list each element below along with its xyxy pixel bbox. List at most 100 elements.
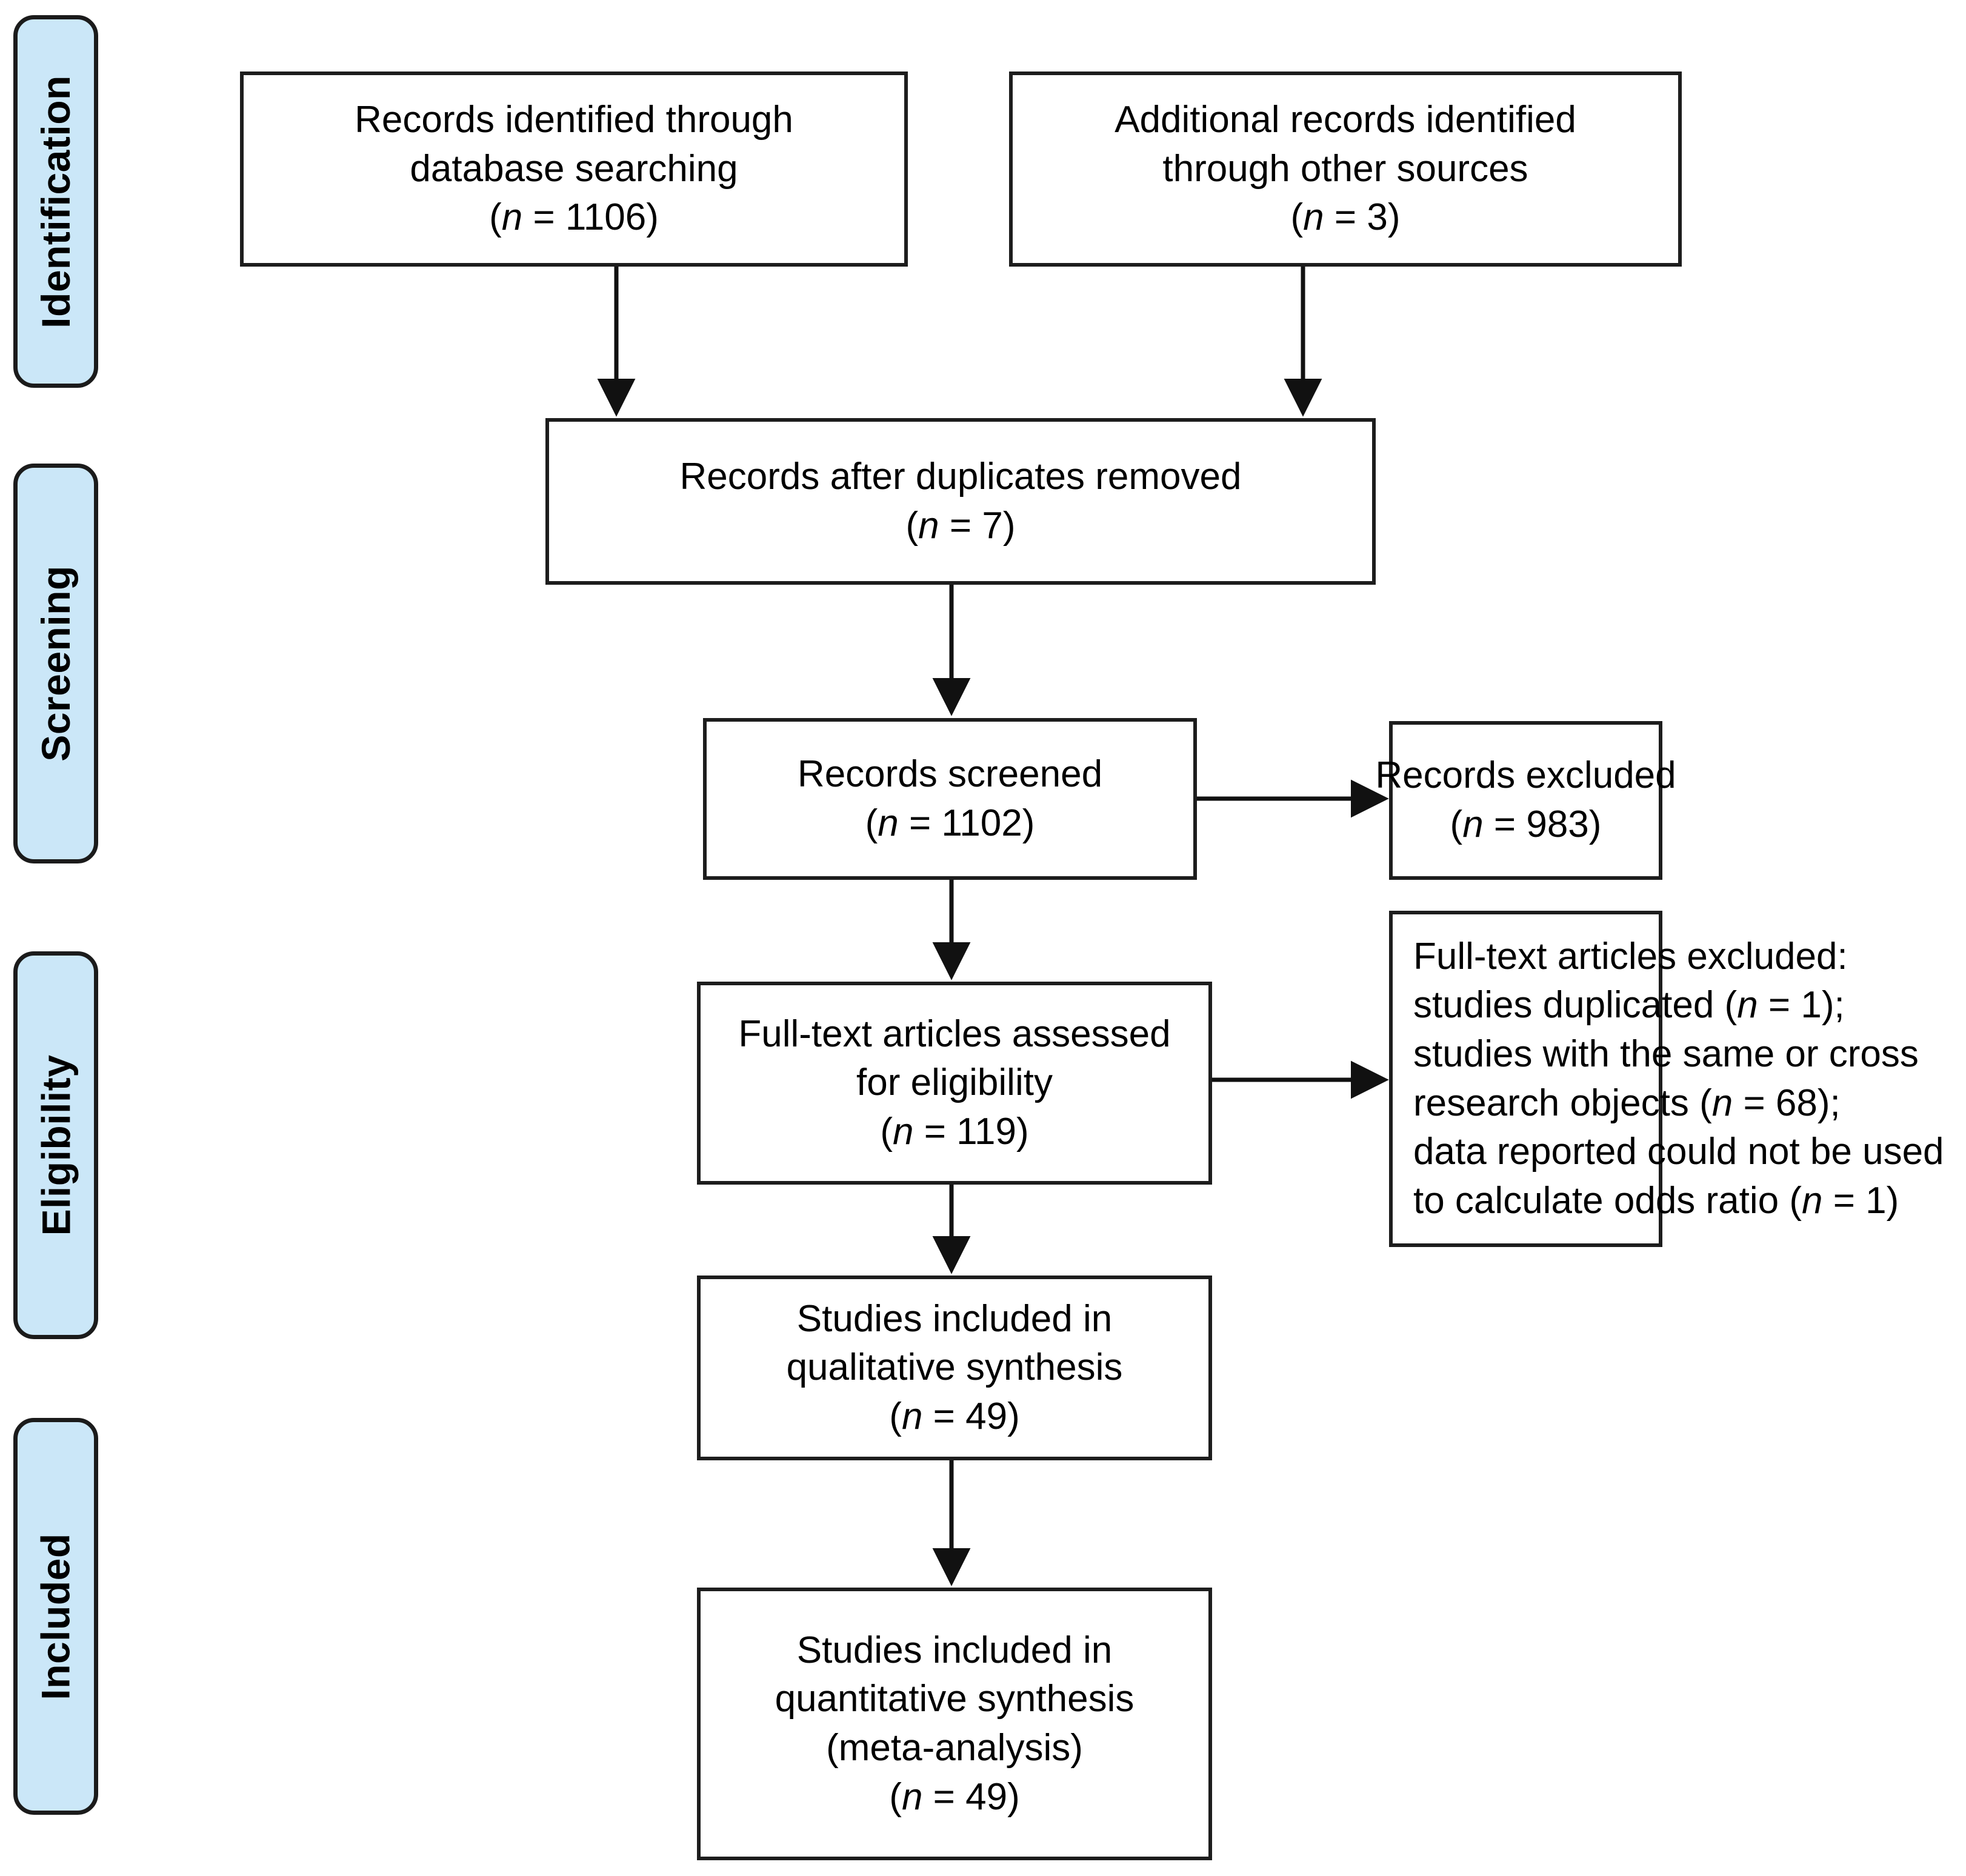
box-line: (meta-analysis) xyxy=(826,1727,1083,1769)
count-close-paren: ) xyxy=(1387,196,1401,239)
box-count: (n = 983) xyxy=(1450,800,1602,850)
fulltext-excluded-reason: to calculate odds ratio (n = 1) xyxy=(1413,1177,1899,1226)
stage-pill-identification: Identification xyxy=(13,15,98,388)
count-open-paren: ( xyxy=(889,1775,902,1818)
box-quantitative-synthesis: Studies included in quantitative synthes… xyxy=(697,1588,1212,1860)
box-count: (n = 1102) xyxy=(865,799,1035,848)
stage-pill-included: Included xyxy=(13,1418,98,1815)
box-count: (n = 49) xyxy=(889,1392,1019,1442)
count-value: 119 xyxy=(956,1110,1016,1153)
count-open-paren: ( xyxy=(489,196,502,239)
reason-equals: = xyxy=(1822,1179,1866,1222)
count-equals: = xyxy=(922,1395,966,1437)
reason-text: data reported could not be used xyxy=(1413,1131,1944,1173)
box-line: Studies included in xyxy=(796,1297,1113,1340)
count-close-paren: ) xyxy=(646,196,659,239)
count-value: 3 xyxy=(1367,196,1388,239)
count-value: 1102 xyxy=(941,802,1022,844)
count-equals: = xyxy=(1483,803,1527,845)
reason-variable: n xyxy=(1711,1082,1733,1124)
count-close-paren: ) xyxy=(1016,1110,1029,1153)
box-line: through other sources xyxy=(1162,147,1528,190)
box-line: Records identified through xyxy=(355,99,793,141)
reason-equals: = xyxy=(1758,984,1801,1026)
count-open-paren: ( xyxy=(905,504,919,547)
reason-text: studies with the same or cross xyxy=(1413,1033,1919,1075)
count-variable: n xyxy=(878,802,899,844)
fulltext-excluded-reason: studies with the same or cross xyxy=(1413,1030,1919,1079)
reason-tail: ); xyxy=(1821,984,1845,1026)
count-variable: n xyxy=(893,1110,914,1153)
box-line: Full-text articles assessed xyxy=(738,1013,1171,1055)
box-records-after-duplicates-removed: Records after duplicates removed (n = 7) xyxy=(545,418,1376,585)
box-records-identified-database: Records identified through database sear… xyxy=(240,72,908,267)
count-equals: = xyxy=(922,1775,966,1818)
stage-label-screening: Screening xyxy=(33,565,79,762)
count-close-paren: ) xyxy=(1002,504,1016,547)
stage-pill-eligibility: Eligibility xyxy=(13,951,98,1339)
count-value: 1106 xyxy=(565,196,647,239)
count-open-paren: ( xyxy=(889,1395,902,1437)
count-close-paren: ) xyxy=(1022,802,1035,844)
fulltext-excluded-reason: research objects (n = 68); xyxy=(1413,1079,1841,1128)
stage-pill-screening: Screening xyxy=(13,464,98,863)
count-equals: = xyxy=(1324,196,1367,239)
stage-label-identification: Identification xyxy=(33,75,79,328)
count-open-paren: ( xyxy=(880,1110,893,1153)
count-open-paren: ( xyxy=(1450,803,1463,845)
reason-value: 1 xyxy=(1801,984,1822,1026)
reason-value: 1 xyxy=(1865,1179,1887,1222)
count-variable: n xyxy=(901,1775,923,1818)
box-count: (n = 3) xyxy=(1291,193,1401,242)
count-variable: n xyxy=(501,196,523,239)
box-line: Records excluded xyxy=(1375,754,1676,797)
box-line: Studies included in xyxy=(796,1629,1113,1671)
count-value: 49 xyxy=(965,1395,1008,1437)
count-variable: n xyxy=(1462,803,1484,845)
count-equals: = xyxy=(898,802,942,844)
box-line: database searching xyxy=(410,147,738,190)
count-equals: = xyxy=(913,1110,957,1153)
fulltext-excluded-reason: data reported could not be used xyxy=(1413,1128,1944,1177)
reason-variable: n xyxy=(1802,1179,1823,1222)
reason-tail: ); xyxy=(1817,1082,1841,1124)
box-line: quantitative synthesis xyxy=(775,1678,1135,1720)
stage-label-included: Included xyxy=(33,1532,79,1700)
reason-variable: n xyxy=(1737,984,1758,1026)
count-open-paren: ( xyxy=(865,802,878,844)
reason-equals: = xyxy=(1733,1082,1776,1124)
box-line: Additional records identified xyxy=(1115,99,1576,141)
count-equals: = xyxy=(522,196,565,239)
box-fulltext-excluded: Full-text articles excluded: studies dup… xyxy=(1389,911,1944,1247)
box-additional-records-other-sources: Additional records identified through ot… xyxy=(1009,72,1682,267)
count-close-paren: ) xyxy=(1588,803,1602,845)
box-line: qualitative synthesis xyxy=(786,1346,1123,1389)
stage-label-eligibility: Eligibility xyxy=(33,1054,79,1236)
box-count: (n = 49) xyxy=(889,1773,1019,1822)
count-value: 7 xyxy=(982,504,1003,547)
count-variable: n xyxy=(918,504,939,547)
count-variable: n xyxy=(901,1395,923,1437)
fulltext-excluded-heading: Full-text articles excluded: xyxy=(1413,935,1848,977)
fulltext-excluded-reason: studies duplicated (n = 1); xyxy=(1413,981,1845,1030)
box-qualitative-synthesis: Studies included in qualitative synthesi… xyxy=(697,1276,1212,1460)
reason-text: research objects ( xyxy=(1413,1082,1712,1124)
count-close-paren: ) xyxy=(1007,1775,1020,1818)
box-line: for eligibility xyxy=(856,1062,1053,1104)
count-open-paren: ( xyxy=(1290,196,1304,239)
box-count: (n = 7) xyxy=(906,502,1016,551)
count-close-paren: ) xyxy=(1007,1395,1020,1437)
box-records-screened: Records screened (n = 1102) xyxy=(703,718,1197,880)
count-equals: = xyxy=(939,504,982,547)
box-count: (n = 119) xyxy=(880,1108,1028,1157)
count-value: 49 xyxy=(965,1775,1008,1818)
box-records-excluded: Records excluded (n = 983) xyxy=(1375,721,1676,880)
box-fulltext-assessed-eligibility: Full-text articles assessed for eligibil… xyxy=(697,982,1212,1185)
reason-value: 68 xyxy=(1775,1082,1818,1124)
reason-text: to calculate odds ratio ( xyxy=(1413,1179,1802,1222)
count-variable: n xyxy=(1303,196,1324,239)
box-line: Records after duplicates removed xyxy=(679,455,1242,497)
reason-tail: ) xyxy=(1886,1179,1899,1222)
box-line: Records screened xyxy=(797,753,1103,795)
